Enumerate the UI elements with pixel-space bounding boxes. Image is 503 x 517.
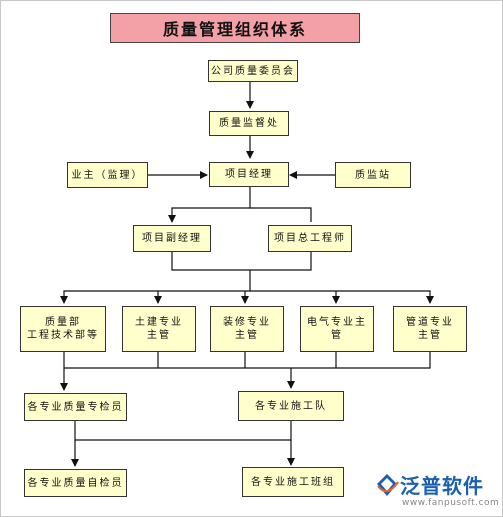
node-quality-station: 质监站 (335, 162, 411, 188)
node-electrical-supervisor: 电气专业主 管 (300, 306, 374, 352)
node-civil-supervisor: 土建专业 主管 (122, 306, 196, 352)
node-chief-engineer: 项目总工程师 (268, 225, 352, 252)
brand-name: 泛普软件 (400, 474, 484, 498)
node-specialty-inspectors: 各专业质量专检员 (24, 393, 127, 421)
brand-logo: 泛普软件 www.fanpusoft.com (374, 470, 499, 512)
node-quality-dept: 质量部 工程技术部等 (20, 306, 106, 352)
diagram-title: 质量管理组织体系 (110, 13, 360, 43)
edge-to-pipe (250, 290, 434, 304)
edge-manager-chief (250, 207, 312, 222)
node-owner-supervision: 业主（监理） (67, 162, 148, 188)
edge-inspectors-merge (74, 421, 292, 441)
node-company-committee: 公司质量委员会 (208, 60, 298, 82)
node-decoration-supervisor: 装修专业 主管 (210, 306, 284, 352)
edge-deputy-merge (171, 252, 312, 271)
edge-specialties-merge (63, 352, 431, 369)
node-pipe-supervisor: 管道专业 主管 (393, 306, 467, 352)
brand-url: www.fanpusoft.com (402, 498, 500, 508)
edge-merge-specialties (60, 270, 251, 304)
node-quality-supervision: 质量监督处 (209, 111, 289, 136)
node-project-manager: 项目经理 (209, 162, 289, 187)
node-deputy-manager: 项目副经理 (133, 225, 211, 252)
edge-manager-split (168, 187, 251, 223)
fanpu-logo-icon (377, 474, 399, 496)
node-construction-teams: 各专业施工队 (238, 391, 344, 421)
node-construction-groups: 各专业施工班组 (242, 467, 344, 497)
node-self-inspectors: 各专业质量自检员 (24, 469, 127, 497)
